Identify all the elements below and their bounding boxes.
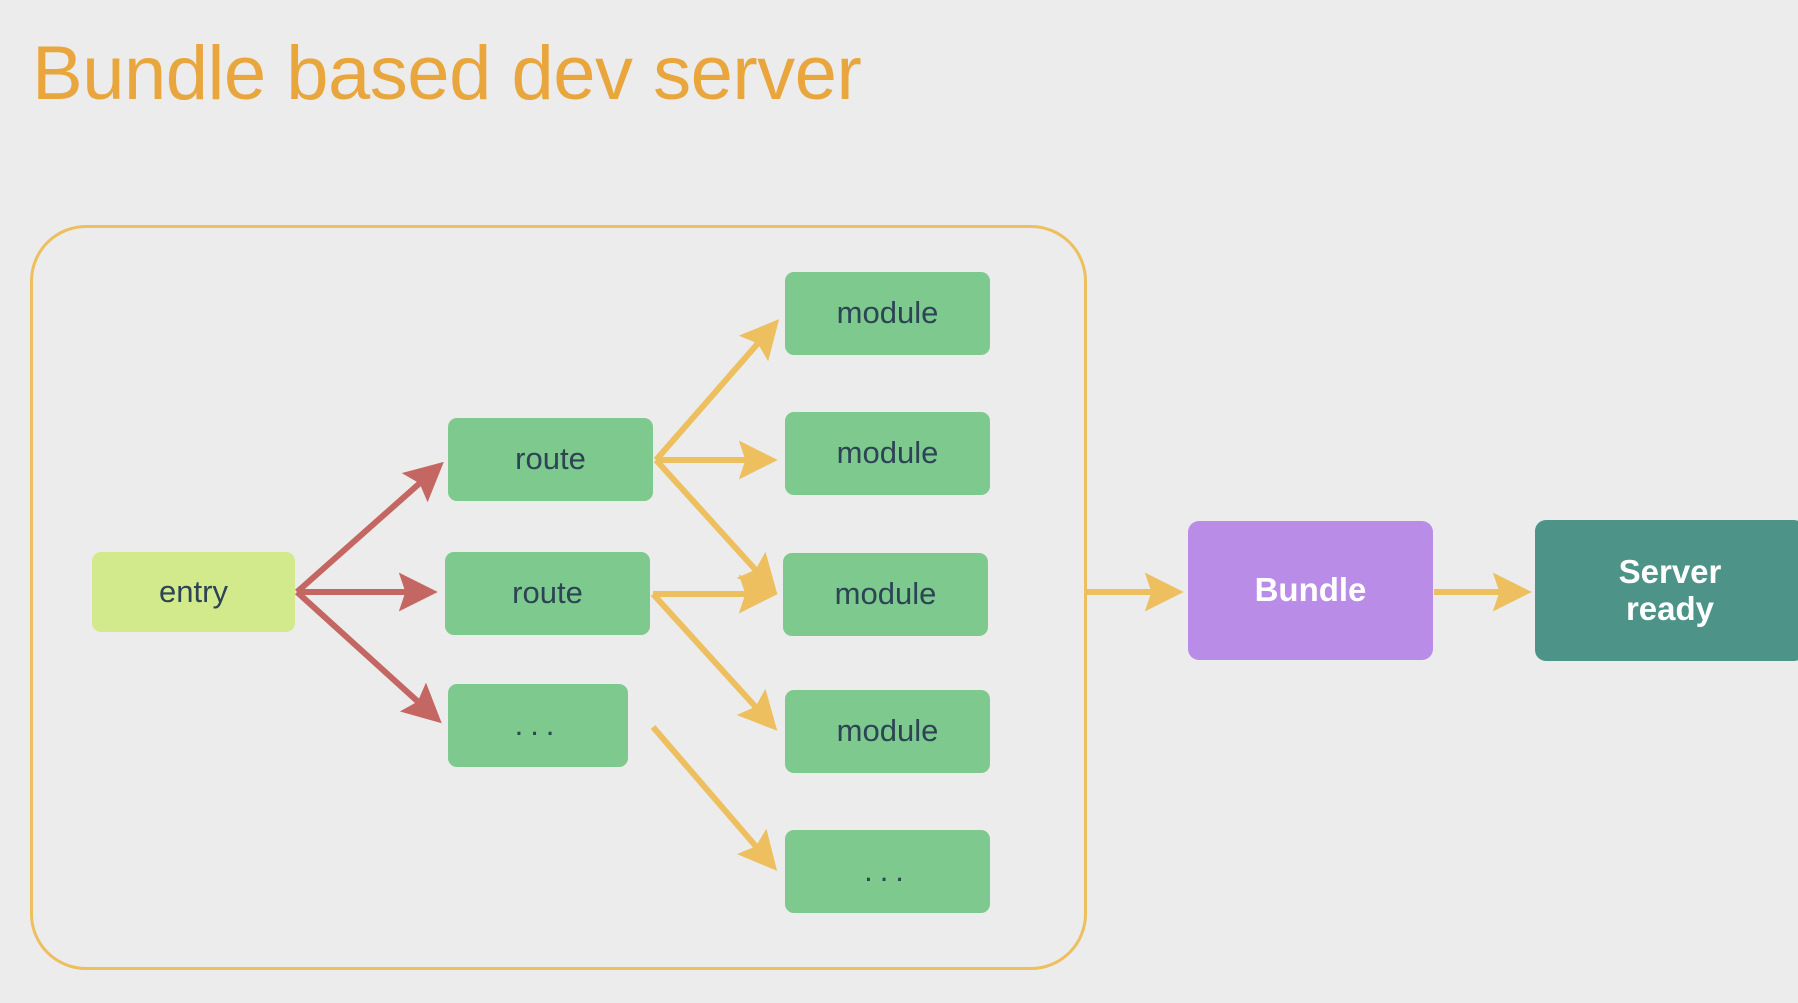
node-entry-label: entry [159, 573, 228, 609]
node-entry[interactable]: entry [92, 552, 295, 632]
node-server-ready[interactable]: Server ready [1535, 520, 1798, 661]
bundling-group-container [30, 225, 1087, 970]
node-module-2[interactable]: module [785, 412, 990, 495]
node-route-ellipsis-label: ... [514, 707, 562, 743]
node-server-ready-label-line1: Server [1618, 552, 1722, 590]
node-module-4[interactable]: module [785, 690, 990, 773]
node-module-1-label: module [836, 295, 939, 331]
node-module-4-label: module [836, 713, 939, 749]
node-bundle[interactable]: Bundle [1188, 521, 1433, 660]
node-module-1[interactable]: module [785, 272, 990, 355]
node-route-1-label: route [515, 441, 586, 477]
node-module-ellipsis[interactable]: ... [785, 830, 990, 913]
node-route-2-label: route [512, 575, 583, 611]
node-bundle-label: Bundle [1254, 571, 1367, 609]
node-route-ellipsis[interactable]: ... [448, 684, 628, 767]
node-module-2-label: module [836, 435, 939, 471]
node-route-1[interactable]: route [448, 418, 653, 501]
node-route-2[interactable]: route [445, 552, 650, 635]
node-module-ellipsis-label: ... [864, 853, 911, 889]
node-server-ready-label-line2: ready [1625, 589, 1715, 627]
page-title: Bundle based dev server [32, 31, 862, 116]
node-module-3[interactable]: module [783, 553, 988, 636]
node-module-3-label: module [834, 576, 937, 612]
